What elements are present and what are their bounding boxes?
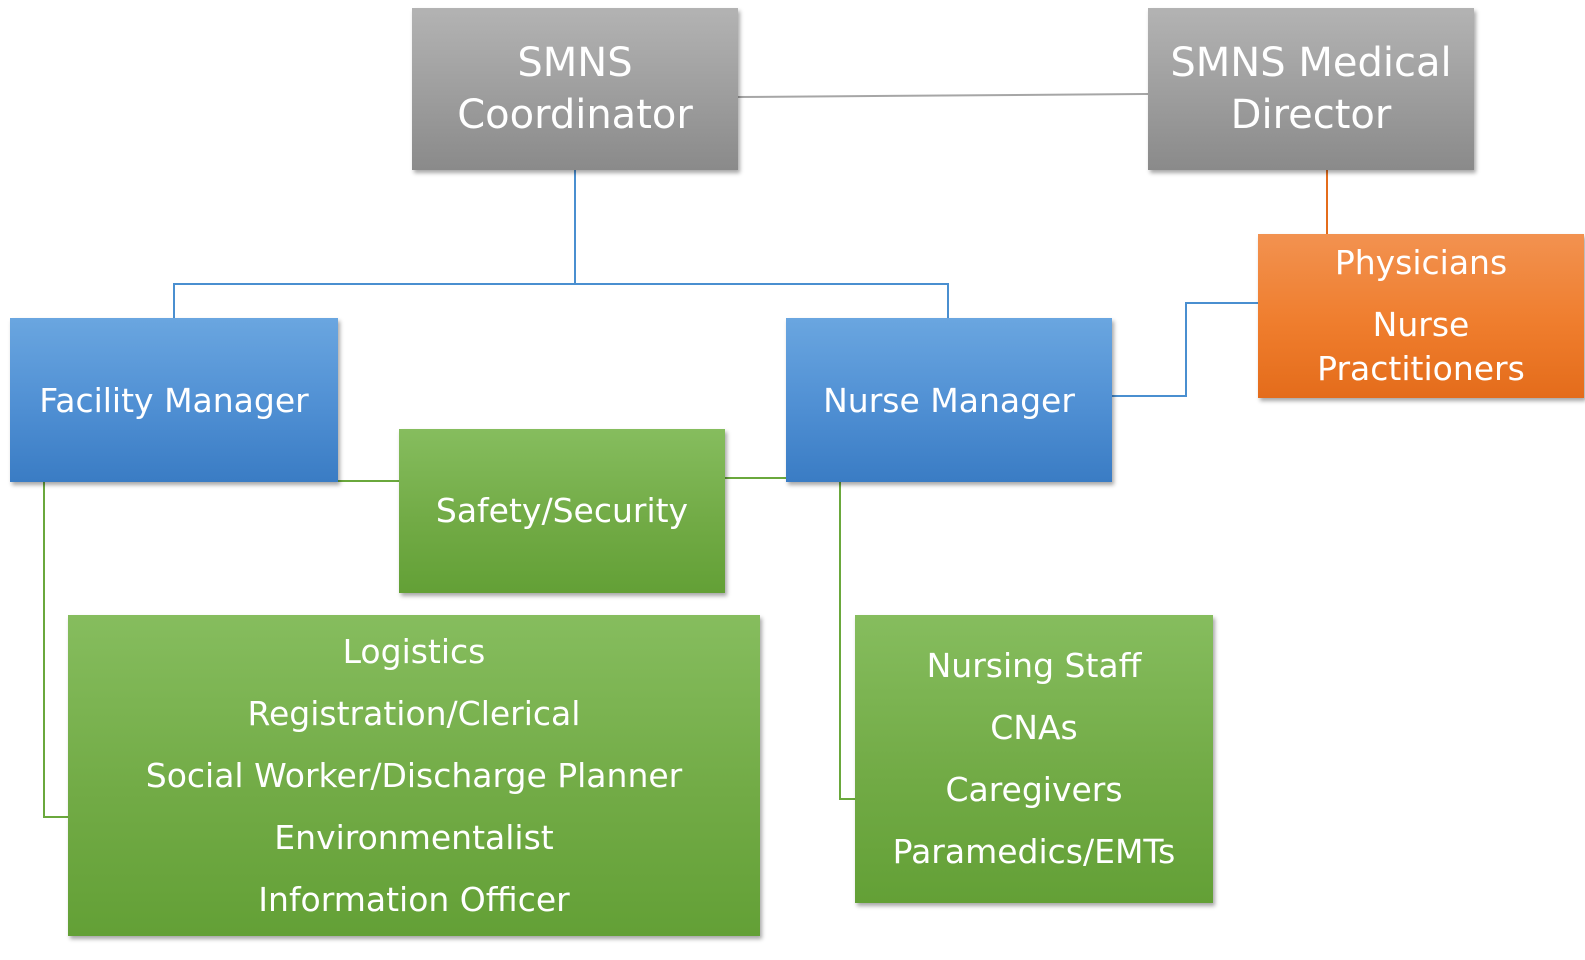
connector-facility-manager-staff <box>43 482 68 818</box>
smns-coordinator-box: SMNS Coordinator <box>412 8 738 170</box>
connector-coordinator-medical-director <box>737 93 1149 98</box>
nursing-staff-item: Paramedics/EMTs <box>892 832 1176 871</box>
facility-staff-item: Logistics <box>342 631 486 671</box>
physicians-label: Physicians <box>1334 243 1508 282</box>
nursing-staff-box: Nursing Staff CNAs Caregivers Paramedics… <box>855 615 1213 903</box>
nurse-manager-label: Nurse Manager <box>823 380 1075 420</box>
nursing-staff-item: Nursing Staff <box>926 646 1142 685</box>
connector-coordinator-nurse-manager <box>575 283 949 318</box>
smns-medical-director-line-1: SMNS Medical <box>1170 40 1452 86</box>
nurse-manager-box: Nurse Manager <box>786 318 1112 482</box>
smns-medical-director-box: SMNS Medical Director <box>1148 8 1474 170</box>
smns-coordinator-line-1: SMNS <box>517 40 633 86</box>
facility-staff-box: Logistics Registration/Clerical Social W… <box>68 615 760 936</box>
smns-coordinator-line-2: Coordinator <box>457 92 693 138</box>
facility-staff-item: Registration/Clerical <box>247 693 581 733</box>
nursing-staff-item: Caregivers <box>945 770 1123 809</box>
connector-coordinator-facility-manager <box>173 170 576 318</box>
physicians-box: Physicians Nurse Practitioners <box>1258 234 1584 398</box>
facility-staff-item: Information Officer <box>258 879 570 919</box>
facility-staff-item: Environmentalist <box>274 817 554 857</box>
facility-staff-item: Social Worker/Discharge Planner <box>145 755 683 795</box>
facility-manager-label: Facility Manager <box>39 380 309 420</box>
nursing-staff-item: CNAs <box>990 708 1078 747</box>
connector-nurse-manager-nursing-staff <box>839 482 855 800</box>
facility-manager-box: Facility Manager <box>10 318 338 482</box>
nurse-practitioners-line-1: Nurse <box>1372 305 1470 344</box>
safety-security-box: Safety/Security <box>399 429 725 593</box>
smns-medical-director-line-2: Director <box>1230 92 1392 138</box>
nurse-practitioners-line-2: Practitioners <box>1317 349 1525 388</box>
safety-security-label: Safety/Security <box>435 491 689 530</box>
connector-physicians-nurse-manager <box>1112 302 1258 397</box>
